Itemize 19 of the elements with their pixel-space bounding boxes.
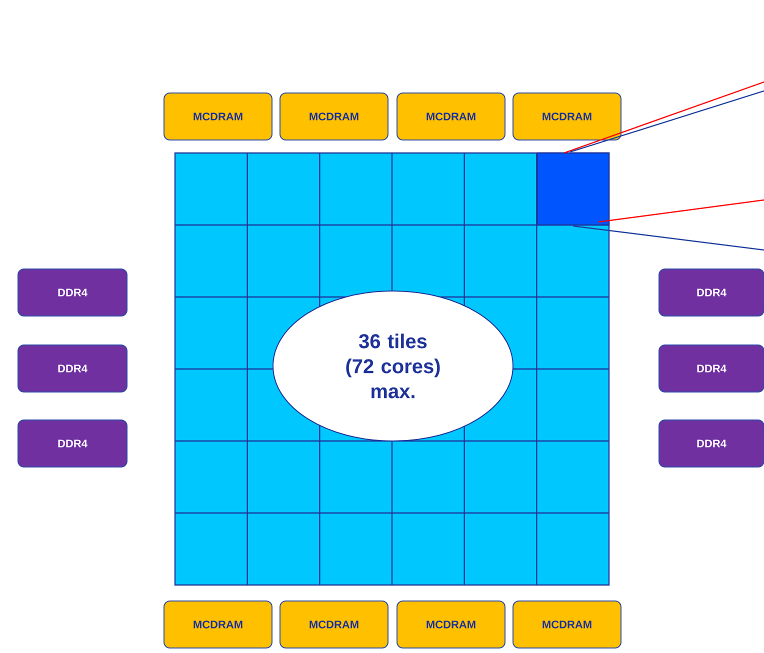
memory-box: DDR4 bbox=[18, 344, 128, 392]
memory-box: DDR4 bbox=[658, 268, 764, 316]
memory-box: MCDRAM bbox=[512, 600, 622, 648]
memory-box: MCDRAM bbox=[164, 600, 272, 648]
memory-box: DDR4 bbox=[18, 419, 128, 468]
memory-box: DDR4 bbox=[18, 268, 128, 316]
leader-line bbox=[564, 81, 764, 154]
memory-box: MCDRAM bbox=[280, 92, 388, 140]
memory-box: MCDRAM bbox=[396, 600, 506, 648]
leader-line bbox=[573, 225, 764, 251]
leader-line bbox=[570, 90, 764, 153]
memory-box: MCDRAM bbox=[512, 92, 622, 140]
leader-line bbox=[598, 199, 764, 223]
highlighted-tile bbox=[536, 152, 610, 226]
memory-box: DDR4 bbox=[658, 344, 764, 392]
memory-box: MCDRAM bbox=[280, 600, 388, 648]
memory-box: MCDRAM bbox=[164, 92, 272, 140]
memory-box: MCDRAM bbox=[396, 92, 506, 140]
memory-box: DDR4 bbox=[658, 419, 764, 468]
